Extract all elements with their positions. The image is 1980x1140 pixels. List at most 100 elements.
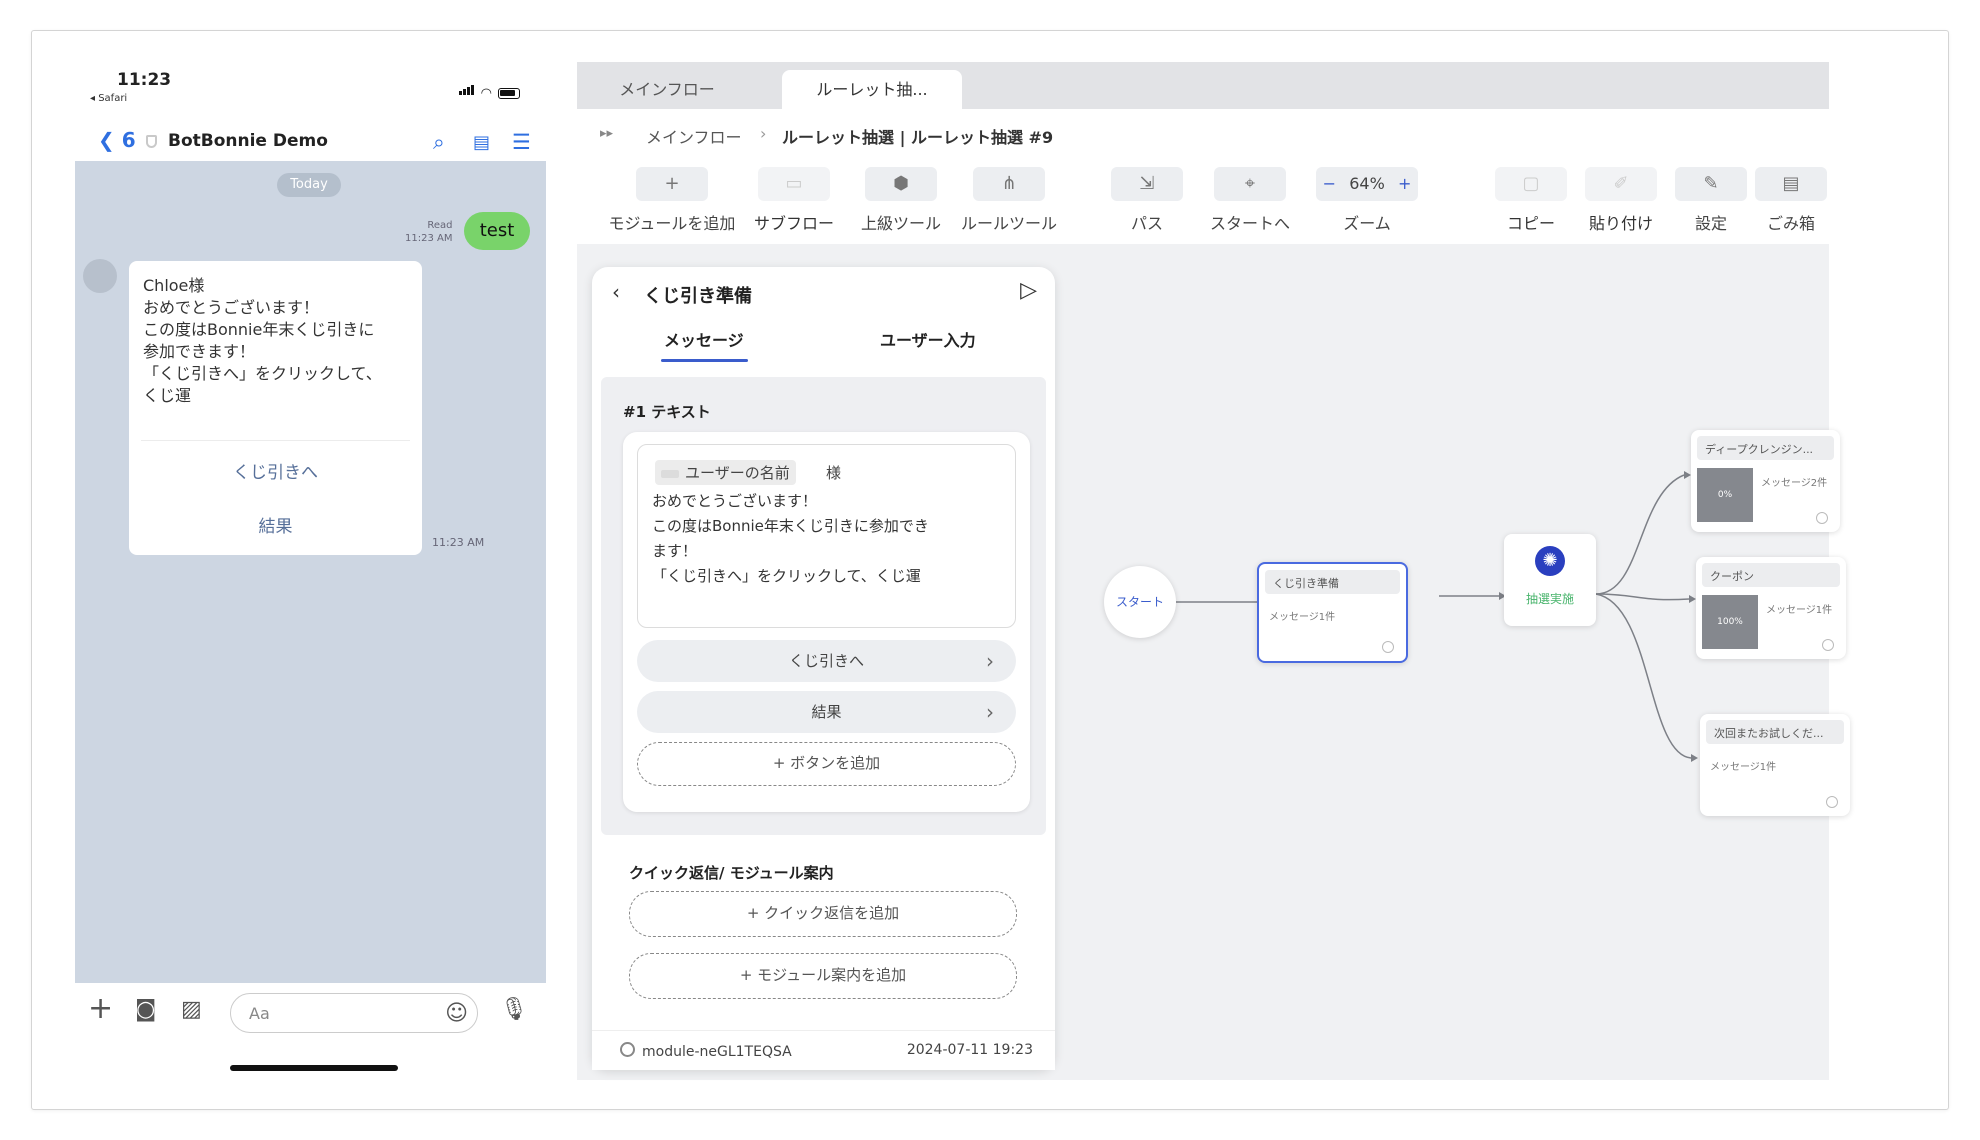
section-quick-reply-title: クイック返信/ モジュール案内 <box>629 864 834 882</box>
expand-sidebar-icon[interactable]: ▸▸ <box>600 126 614 141</box>
image-icon[interactable]: ▨ <box>181 997 202 1022</box>
copy-button[interactable]: ▢ コピー <box>1491 167 1571 234</box>
breadcrumb-separator: › <box>760 124 767 143</box>
node-connector-icon[interactable] <box>1826 796 1838 808</box>
back-button[interactable]: ❮ 6 <box>98 128 136 152</box>
subflow-button[interactable]: ▭サブフロー <box>749 167 839 234</box>
breadcrumb-root[interactable]: メインフロー <box>646 128 742 147</box>
zoom-in-button[interactable]: + <box>1397 174 1412 193</box>
paste-button[interactable]: ✐貼り付け <box>1581 167 1661 234</box>
target-icon: ⌖ <box>1214 167 1286 201</box>
flow-tab-bar: メインフロー ルーレット抽... <box>577 62 1829 109</box>
flow-node-result-3[interactable]: 次回またお試しくだ... メッセージ1件 <box>1700 714 1850 816</box>
message-button-result[interactable]: 結果 › <box>637 691 1016 733</box>
tab-user-input[interactable]: ユーザー入力 <box>880 331 976 350</box>
hierarchy-icon: ⋔ <box>973 167 1045 201</box>
tab-roulette[interactable]: ルーレット抽... <box>782 70 962 109</box>
emoji-icon[interactable]: ☺ <box>445 1001 468 1026</box>
status-time: 11:23 <box>117 70 172 90</box>
flow-node-result-1[interactable]: ディープクレンジン... 0% メッセージ2件 <box>1691 430 1840 532</box>
module-id: module-neGL1TEQSA <box>620 1042 792 1060</box>
node-connector-icon[interactable] <box>1816 512 1828 524</box>
subflow-label: サブフロー <box>753 214 834 233</box>
card-timestamp: 11:23 AM <box>432 536 485 549</box>
read-label: Read <box>427 220 453 231</box>
trash-button[interactable]: ▤ごみ箱 <box>1754 167 1828 234</box>
add-module-guide-button[interactable]: + モジュール案内を追加 <box>629 953 1017 999</box>
panel-back-icon[interactable]: ‹ <box>612 280 620 304</box>
settings-label: 設定 <box>1694 214 1727 233</box>
status-indicators: ◠ <box>458 80 520 100</box>
date-chip: Today <box>277 173 341 197</box>
flow-node-start[interactable]: スタート <box>1104 566 1176 638</box>
message-textarea[interactable]: ユーザーの名前 様 おめでとうございます！ この度はBonnie年末くじ引きに参… <box>637 444 1016 628</box>
edge-lottery-result-3 <box>1595 593 1692 759</box>
screenshot-frame: 11:23 ◂ Safari ◠ ❮ 6 BotBonnie Demo ⌕ ▤ … <box>31 30 1949 1110</box>
menu-icon[interactable]: ☰ <box>512 130 531 154</box>
add-quick-reply-button[interactable]: + クイック返信を追加 <box>629 891 1017 937</box>
user-name-variable-chip[interactable]: ユーザーの名前 <box>655 460 796 485</box>
add-module-button[interactable]: +モジュールを追加 <box>602 167 742 234</box>
copy-icon: ▢ <box>1495 167 1567 201</box>
card-divider <box>141 440 410 441</box>
notes-icon[interactable]: ▤ <box>473 132 491 153</box>
back-to-safari-link[interactable]: ◂ Safari <box>90 93 128 104</box>
card-button-lottery[interactable]: くじ引きへ <box>233 463 318 483</box>
lottery-wheel-icon: ✺ <box>1535 546 1565 576</box>
text-card: ユーザーの名前 様 おめでとうございます！ この度はBonnie年末くじ引きに参… <box>623 432 1030 812</box>
microphone-icon[interactable]: 🎙 <box>500 997 528 1022</box>
node-connector-icon[interactable] <box>1382 641 1394 653</box>
preview-play-icon[interactable]: ▷ <box>1020 278 1037 303</box>
updated-timestamp: 2024-07-11 19:23 <box>906 1042 1033 1058</box>
flow-canvas[interactable]: スタート くじ引き準備 メッセージ1件 ✺ 抽選実施 ディープクレンジン... … <box>577 244 1850 1080</box>
flow-node-lottery[interactable]: ✺ 抽選実施 <box>1504 534 1596 626</box>
panel-header: ‹ くじ引き準備 ▷ <box>592 267 1055 317</box>
path-button[interactable]: ⇲パス <box>1107 167 1187 234</box>
card-button-result[interactable]: 結果 <box>258 517 293 537</box>
search-icon[interactable]: ⌕ <box>433 130 445 154</box>
advanced-tools-label: 上級ツール <box>860 214 941 233</box>
copy-label: コピー <box>1506 214 1555 233</box>
bot-avatar[interactable] <box>83 259 117 293</box>
edge-lottery-result-2 <box>1595 593 1690 601</box>
breadcrumb: ▸▸ メインフロー › ルーレット抽選 | ルーレット抽選 #9 <box>577 109 1829 159</box>
flow-node-title: くじ引き準備 <box>1265 570 1400 594</box>
flow-node-label: 抽選実施 <box>1525 592 1574 606</box>
phone-line-chat: 11:23 ◂ Safari ◠ ❮ 6 BotBonnie Demo ⌕ ▤ … <box>75 62 546 1080</box>
flow-node-subtitle: メッセージ1件 <box>1269 612 1336 623</box>
flow-node-prep[interactable]: くじ引き準備 メッセージ1件 <box>1257 562 1408 663</box>
flow-node-title: ディープクレンジン... <box>1697 436 1834 460</box>
paste-label: 貼り付け <box>1588 214 1653 233</box>
variable-icon <box>661 469 679 478</box>
advanced-tools-button[interactable]: ⬢上級ツール <box>856 167 946 234</box>
plus-icon: + <box>636 167 708 201</box>
tab-message[interactable]: メッセージ <box>664 331 744 350</box>
flow-node-subtitle: メッセージ1件 <box>1766 605 1833 616</box>
card-message-text: Chloe様 おめでとうございます！ この度はBonnie年末くじ引きに 参加で… <box>143 276 382 405</box>
message-input[interactable]: Aa ☺ <box>230 993 478 1033</box>
panel-footer: module-neGL1TEQSA 2024-07-11 19:23 <box>592 1030 1055 1070</box>
chevron-right-icon: › <box>986 649 994 673</box>
chat-header: ❮ 6 BotBonnie Demo ⌕ ▤ ☰ <box>75 122 546 161</box>
rule-tools-button[interactable]: ⋔ ルールツール <box>954 167 1064 234</box>
path-icon: ⇲ <box>1111 167 1183 201</box>
toolbar: +モジュールを追加 ▭サブフロー ⬢上級ツール ⋔ ルールツール ⇲パス ⌖スター… <box>577 159 1829 244</box>
flow-node-result-2[interactable]: クーポン 100% メッセージ1件 <box>1696 557 1846 659</box>
zoom-out-button[interactable]: − <box>1322 174 1336 193</box>
node-connector-icon[interactable] <box>1822 639 1834 651</box>
tab-main-flow[interactable]: メインフロー <box>619 80 715 99</box>
to-start-button[interactable]: ⌖スタートへ <box>1205 167 1295 234</box>
read-receipt: Read 11:23 AM <box>405 219 452 245</box>
add-button-button[interactable]: + ボタンを追加 <box>637 742 1016 786</box>
message-body: おめでとうございます！ この度はBonnie年末くじ引きに参加でき ます！ 「く… <box>652 492 929 585</box>
module-panel: ‹ くじ引き準備 ▷ メッセージ ユーザー入力 #1 テキスト ユーザーの名前 … <box>592 267 1055 1070</box>
message-input-placeholder: Aa <box>249 1004 270 1023</box>
chat-area[interactable]: Today Read 11:23 AM test Chloe様 おめでとうござい… <box>75 161 546 983</box>
plus-icon[interactable]: + <box>88 991 114 1026</box>
settings-button[interactable]: ✎設定 <box>1674 167 1748 234</box>
verified-shield-icon <box>146 135 157 148</box>
rule-tools-label: ルールツール <box>960 214 1057 233</box>
flow-node-title: クーポン <box>1702 563 1840 587</box>
camera-icon[interactable]: ◙ <box>135 997 157 1022</box>
message-button-lottery[interactable]: くじ引きへ › <box>637 640 1016 682</box>
